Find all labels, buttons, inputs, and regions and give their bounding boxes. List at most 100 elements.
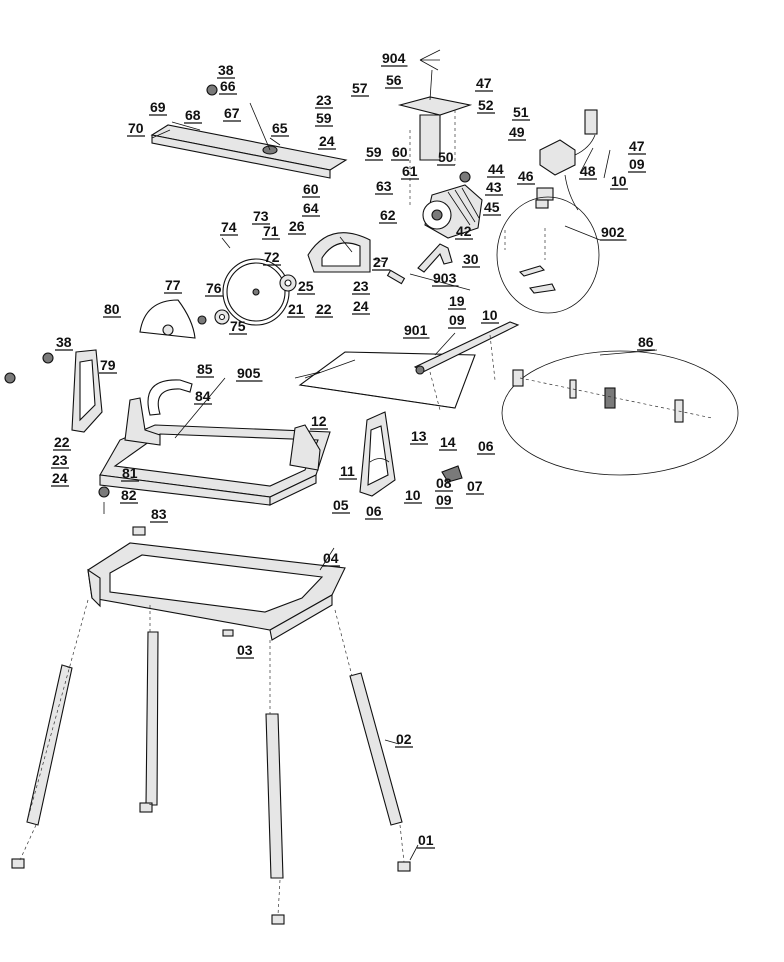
callout-label: 75	[230, 318, 246, 334]
callout-label: 64	[303, 200, 319, 216]
callout-label: 25	[298, 278, 314, 294]
callout-label: 59	[366, 144, 382, 160]
callout-label: 81	[122, 465, 138, 481]
callout-label: 901	[404, 322, 428, 338]
callout-label: 74	[221, 219, 237, 235]
callout-label: 06	[366, 503, 382, 519]
callout-label: 03	[237, 642, 253, 658]
callout-label: 06	[478, 438, 494, 454]
callout-label: 66	[220, 78, 236, 94]
cable-chain	[147, 379, 193, 416]
callout-label: 80	[104, 301, 120, 317]
callout-label: 10	[405, 487, 421, 503]
callout-label: 38	[218, 62, 234, 78]
callout-label: 45	[484, 199, 500, 215]
callout-label: 60	[303, 181, 319, 197]
callout-label: 65	[272, 120, 288, 136]
callout-label: 05	[333, 497, 349, 513]
callout-label: 85	[197, 361, 213, 377]
sliding-plate	[298, 351, 476, 409]
callout-label: 56	[386, 72, 402, 88]
callout-label: 23	[52, 452, 68, 468]
callout-label: 42	[456, 223, 472, 239]
callout-label: 19	[449, 293, 465, 309]
callout-label: 86	[638, 334, 654, 350]
callout-label: 07	[467, 478, 483, 494]
callout-label: 70	[128, 120, 144, 136]
callout-label: 63	[376, 178, 392, 194]
callout-label: 905	[237, 365, 261, 381]
callout-label: 09	[436, 492, 452, 508]
callout-label: 49	[509, 124, 525, 140]
callout-label: 61	[402, 163, 418, 179]
callout-label: 24	[52, 470, 68, 486]
callout-label: 69	[150, 99, 166, 115]
callout-label: 12	[311, 413, 327, 429]
callout-label: 08	[436, 475, 452, 491]
callout-label: 51	[513, 104, 529, 120]
callout-label: 11	[340, 463, 355, 479]
detail-circle-86	[501, 350, 739, 476]
right-side-fence	[359, 411, 396, 497]
top-guide-bar	[150, 124, 348, 179]
callout-label: 68	[185, 107, 201, 123]
callout-label: 01	[418, 832, 434, 848]
stand-frame	[87, 542, 346, 641]
callout-label: 72	[264, 249, 280, 265]
callout-label: 60	[392, 144, 408, 160]
callout-label: 77	[165, 277, 181, 293]
callout-label: 73	[253, 208, 269, 224]
callout-label: 22	[316, 301, 332, 317]
callout-label: 44	[488, 161, 504, 177]
callout-label: 902	[601, 224, 625, 240]
detail-circle-902	[496, 196, 600, 314]
stand-legs	[11, 599, 411, 925]
switch-box	[536, 109, 598, 211]
callout-label: 47	[476, 75, 492, 91]
callout-label: 21	[288, 301, 304, 317]
callout-label: 59	[316, 110, 332, 126]
callout-label: 09	[629, 156, 645, 172]
stand-small-parts	[132, 526, 234, 637]
callout-label: 82	[121, 487, 137, 503]
callout-label: 04	[323, 550, 339, 566]
callout-label: 38	[56, 334, 72, 350]
saw-blade	[222, 258, 290, 326]
callout-label: 09	[449, 312, 465, 328]
callout-label: 24	[353, 298, 369, 314]
callout-label: 26	[289, 218, 305, 234]
callout-label: 71	[263, 223, 279, 239]
callout-label: 22	[54, 434, 70, 450]
callout-label: 50	[438, 149, 454, 165]
callout-label: 24	[319, 133, 335, 149]
misc-fasteners	[4, 84, 471, 514]
callout-label: 13	[411, 428, 427, 444]
callout-label: 79	[100, 357, 116, 373]
flange-washers	[214, 274, 297, 325]
callout-label: 23	[353, 278, 369, 294]
callout-label: 52	[478, 97, 494, 113]
callout-label: 67	[224, 105, 240, 121]
callout-label: 76	[206, 280, 222, 296]
callout-label: 48	[580, 163, 596, 179]
callout-label: 62	[380, 207, 396, 223]
callout-label: 43	[486, 179, 502, 195]
left-side-fence	[71, 349, 103, 433]
callout-label: 27	[373, 254, 389, 270]
callout-label: 10	[611, 173, 627, 189]
callout-label: 903	[433, 270, 457, 286]
blade-guard	[307, 232, 371, 273]
callout-label: 30	[463, 251, 479, 267]
callout-label: 84	[195, 388, 211, 404]
callout-label: 10	[482, 307, 498, 323]
callout-label: 57	[352, 80, 368, 96]
callout-label: 904	[382, 50, 406, 66]
handle	[386, 243, 453, 285]
callout-label: 02	[396, 731, 412, 747]
callout-label: 46	[518, 168, 534, 184]
motor-bracket	[397, 96, 473, 205]
callout-label: 47	[629, 138, 645, 154]
callout-label: 23	[316, 92, 332, 108]
motor	[422, 184, 483, 239]
